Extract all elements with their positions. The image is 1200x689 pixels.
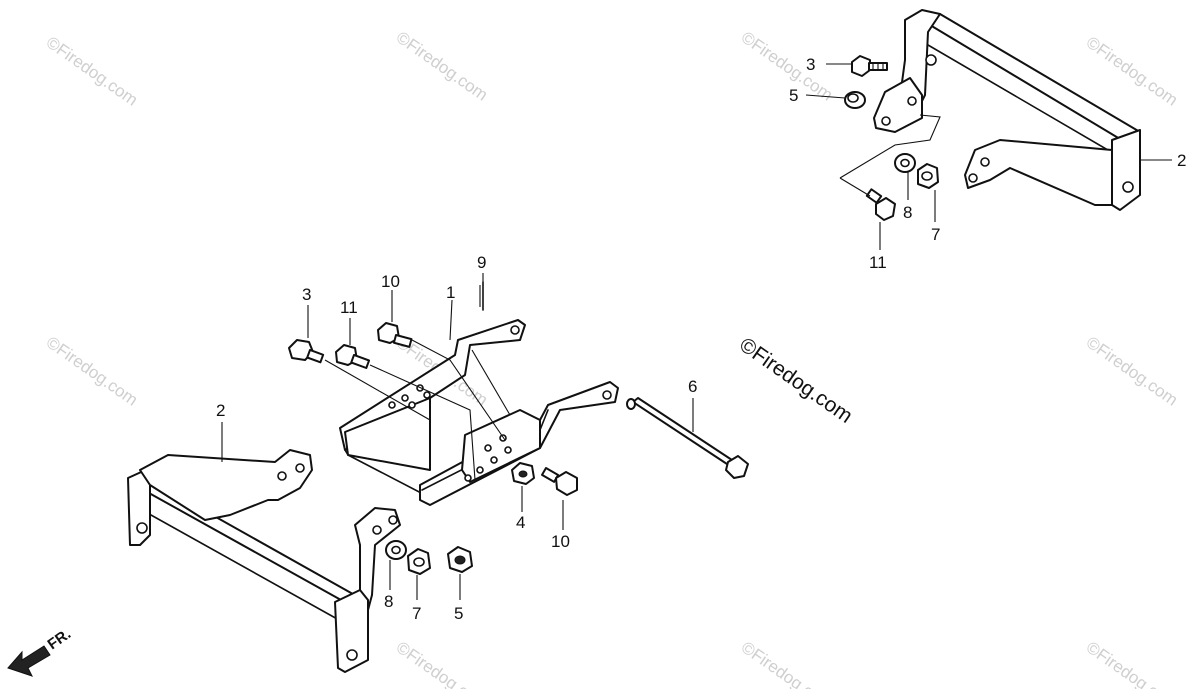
mount-hole xyxy=(504,446,512,454)
pin-6 xyxy=(626,397,749,479)
mount-hole xyxy=(408,401,416,409)
mount-hole xyxy=(602,390,612,400)
mount-hole xyxy=(510,325,520,335)
callout-5-bottom: 5 xyxy=(454,604,463,623)
bracket-hole xyxy=(881,116,891,126)
watermark-main: ©Firedog.com xyxy=(735,333,856,428)
bolt-10-top xyxy=(377,322,413,348)
callout-6: 6 xyxy=(688,377,697,396)
callout-1: 1 xyxy=(446,283,455,302)
callout-7-right: 7 xyxy=(931,225,940,244)
callout-3-left: 3 xyxy=(302,285,311,304)
washer-8-bottom xyxy=(385,540,407,560)
watermark-tile: ©Firedog.com xyxy=(738,28,837,105)
watermark-tile: ©Firedog.com xyxy=(738,638,837,689)
callout-9: 9 xyxy=(477,253,486,272)
mount-hole xyxy=(476,466,484,474)
callout-8-right: 8 xyxy=(903,203,912,222)
front-label: FR. xyxy=(45,625,75,653)
bracket-hole xyxy=(925,54,937,66)
front-direction-marker: FR. xyxy=(7,625,75,677)
callout-7-bottom: 7 xyxy=(412,604,421,623)
bracket-right xyxy=(873,9,1141,211)
fastener-3-right xyxy=(851,55,888,77)
watermark-tiles: ©Firedog.com ©Firedog.com ©Firedog.com ©… xyxy=(43,28,1182,689)
bracket-hole xyxy=(980,157,990,167)
mount-hole xyxy=(388,401,396,409)
watermark-tile: ©Firedog.com xyxy=(1083,333,1182,410)
watermark-tile: ©Firedog.com xyxy=(43,333,142,410)
mount-hole xyxy=(423,391,431,399)
callout-10-bottom: 10 xyxy=(551,532,570,551)
bracket-hole xyxy=(372,525,382,535)
callout-11-left: 11 xyxy=(340,298,358,317)
main-mount xyxy=(339,281,619,506)
bolt-11-right xyxy=(865,188,896,221)
front-arrow-icon xyxy=(7,645,51,677)
bracket-hole xyxy=(346,649,358,661)
bracket-hole xyxy=(968,173,978,183)
bracket-hole xyxy=(295,463,305,473)
bracket-hole xyxy=(1122,181,1134,193)
watermark-tile: ©Firedog.com xyxy=(1083,33,1182,110)
mount-hole xyxy=(484,444,492,452)
callout-11-right: 11 xyxy=(869,253,887,272)
bolt-11-left xyxy=(335,344,371,369)
watermark-tile: ©Firedog.com xyxy=(43,33,142,110)
bracket-hole xyxy=(388,515,398,525)
bolt-3-left xyxy=(288,339,325,364)
callout-2-left: 2 xyxy=(216,401,225,420)
bracket-left xyxy=(127,449,401,673)
callout-5-right: 5 xyxy=(789,86,798,105)
nut-7-bottom xyxy=(407,548,431,575)
callout-8-bottom: 8 xyxy=(384,592,393,611)
nut-7-right xyxy=(917,163,939,189)
watermark-tile: ©Firedog.com xyxy=(393,28,492,105)
watermark-tile: ©Firedog.com xyxy=(393,638,492,689)
bracket-hole xyxy=(277,471,287,481)
washer-8-right xyxy=(894,153,916,173)
mount-hole xyxy=(490,456,498,464)
mount-hole xyxy=(464,474,472,482)
nut-5-bottom xyxy=(447,546,473,573)
nut-4 xyxy=(511,462,535,485)
watermark-tile: ©Firedog.com xyxy=(1083,638,1182,689)
callout-2-right: 2 xyxy=(1177,151,1186,170)
callout-4: 4 xyxy=(516,513,525,532)
mount-hole xyxy=(401,394,409,402)
nut-5-right xyxy=(844,91,866,109)
callout-10-top: 10 xyxy=(381,272,400,291)
bracket-hole xyxy=(907,96,917,106)
bolt-10-bottom xyxy=(541,466,578,496)
callout-3-right: 3 xyxy=(806,55,815,74)
bracket-hole xyxy=(136,522,148,534)
